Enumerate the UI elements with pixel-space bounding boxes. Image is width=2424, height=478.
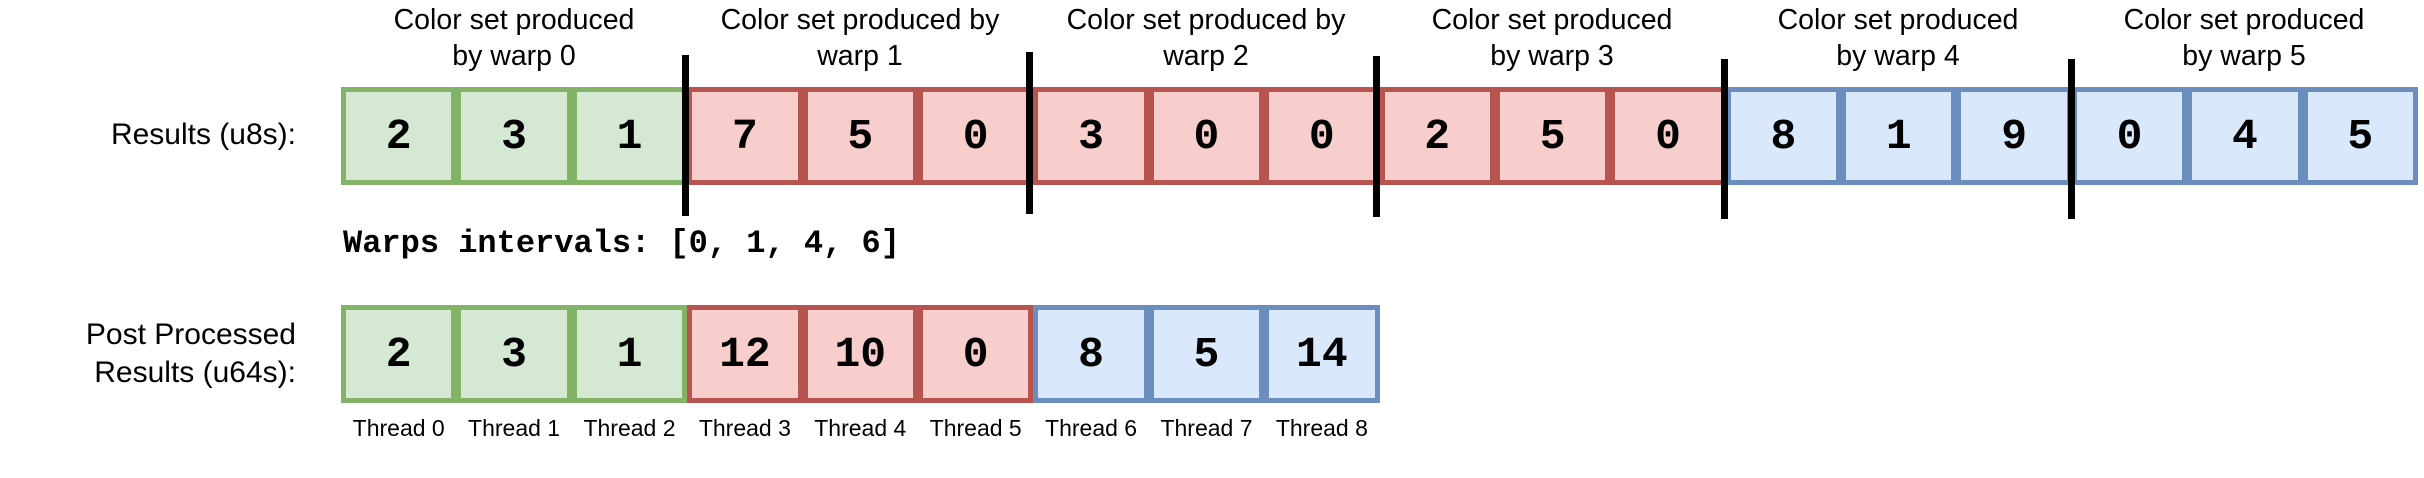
warp-divider	[1721, 59, 1728, 219]
warp-header-5: Color set produced by warp 5	[2123, 4, 2365, 72]
post-result-cell: 8	[1033, 305, 1149, 403]
post-result-cell: 14	[1264, 305, 1380, 403]
result-cell: 3	[1033, 87, 1149, 185]
thread-label: Thread 7	[1160, 415, 1253, 441]
result-cell: 9	[1956, 87, 2072, 185]
post-processed-row: 2 3 1 12 10 0 8 5 14	[341, 305, 1380, 403]
post-processed-label: Post Processed Results (u64s):	[85, 318, 296, 389]
result-cell: 0	[1610, 87, 1726, 185]
post-result-cell: 2	[341, 305, 457, 403]
result-cell: 0	[1264, 87, 1380, 185]
post-result-cell: 3	[456, 305, 572, 403]
post-result-cell: 1	[571, 305, 688, 403]
warp-divider	[682, 55, 689, 216]
result-cell: 5	[802, 87, 918, 185]
result-cell: 0	[2071, 87, 2188, 185]
result-cell: 1	[571, 87, 688, 185]
result-cell: 2	[341, 87, 457, 185]
post-result-cell: 10	[802, 305, 918, 403]
post-result-cell: 0	[917, 305, 1034, 403]
warp-header-4: Color set produced by warp 4	[1777, 4, 2019, 72]
post-result-cell: 5	[1148, 305, 1265, 403]
warp-intervals: Warps intervals: [0, 1, 4, 6]	[343, 225, 900, 262]
result-cell: 2	[1379, 87, 1495, 185]
warp-divider	[2068, 59, 2075, 219]
warp-divider	[1373, 56, 1380, 217]
thread-label: Thread 5	[929, 415, 1022, 441]
thread-label: Thread 1	[468, 415, 561, 441]
warp-header-2: Color set produced by warp 2	[1066, 4, 1346, 72]
thread-label: Thread 0	[352, 415, 445, 441]
warp-header-0: Color set produced by warp 0	[393, 4, 635, 72]
warp-header-1: Color set produced by warp 1	[720, 4, 1000, 72]
result-cell: 5	[2302, 87, 2419, 185]
result-cell: 4	[2187, 87, 2303, 185]
thread-label: Thread 6	[1045, 415, 1138, 441]
result-cell: 7	[687, 87, 803, 185]
thread-label: Thread 4	[814, 415, 907, 441]
results-row: 2 3 1 7 5 0 3 0 0 2 5 0 8 1 9 0 4 5	[341, 87, 2419, 185]
thread-label: Thread 8	[1275, 415, 1368, 441]
result-cell: 3	[456, 87, 572, 185]
thread-label: Thread 2	[583, 415, 676, 441]
results-label: Results (u8s):	[110, 118, 296, 151]
post-result-cell: 12	[687, 305, 803, 403]
result-cell: 8	[1725, 87, 1842, 185]
result-cell: 0	[1148, 87, 1265, 185]
result-cell: 5	[1494, 87, 1611, 185]
warp-divider	[1026, 52, 1033, 214]
result-cell: 1	[1841, 87, 1957, 185]
thread-label: Thread 3	[698, 415, 791, 441]
result-cell: 0	[917, 87, 1034, 185]
warp-header-3: Color set produced by warp 3	[1431, 4, 1673, 72]
